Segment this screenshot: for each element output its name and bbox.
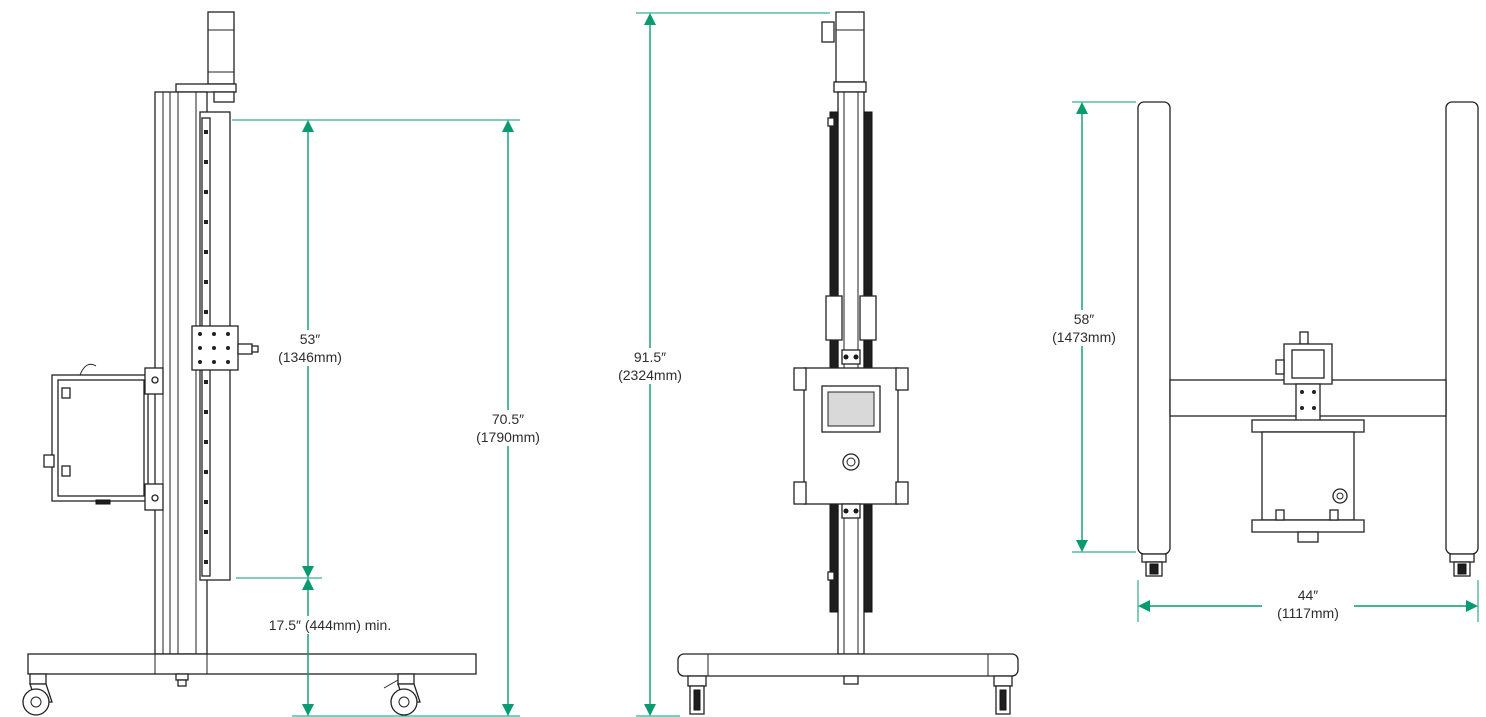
overall-lift-metric: (1790mm) <box>476 429 540 445</box>
overall-lift-imperial: 70.5″ <box>491 411 525 427</box>
min-height-text: 17.5″ (444mm) min. <box>268 617 392 633</box>
travel-imperial: 53″ <box>299 331 321 347</box>
top-height-metric: (1473mm) <box>1052 329 1116 345</box>
total-height-metric: (2324mm) <box>618 367 682 383</box>
base-width-imperial: 44″ <box>1297 587 1319 603</box>
overall-lift-dimension-label: 70.5″ (1790mm) <box>462 410 554 446</box>
top-dimensions <box>1072 101 1479 622</box>
travel-metric: (1346mm) <box>278 349 342 365</box>
min-height-dimension-label: 17.5″ (444mm) min. <box>246 616 414 634</box>
top-view <box>1137 101 1479 577</box>
side-view <box>22 11 477 716</box>
top-height-dimension-label: 58″ (1473mm) <box>1040 310 1128 346</box>
top-height-imperial: 58″ <box>1073 311 1095 327</box>
base-width-metric: (1117mm) <box>1277 605 1339 621</box>
travel-dimension-label: 53″ (1346mm) <box>268 330 352 366</box>
base-width-dimension-label: 44″ (1117mm) <box>1262 586 1354 622</box>
front-view <box>677 11 1019 715</box>
total-height-dimension-label: 91.5″ (2324mm) <box>604 348 696 384</box>
total-height-imperial: 91.5″ <box>633 349 667 365</box>
